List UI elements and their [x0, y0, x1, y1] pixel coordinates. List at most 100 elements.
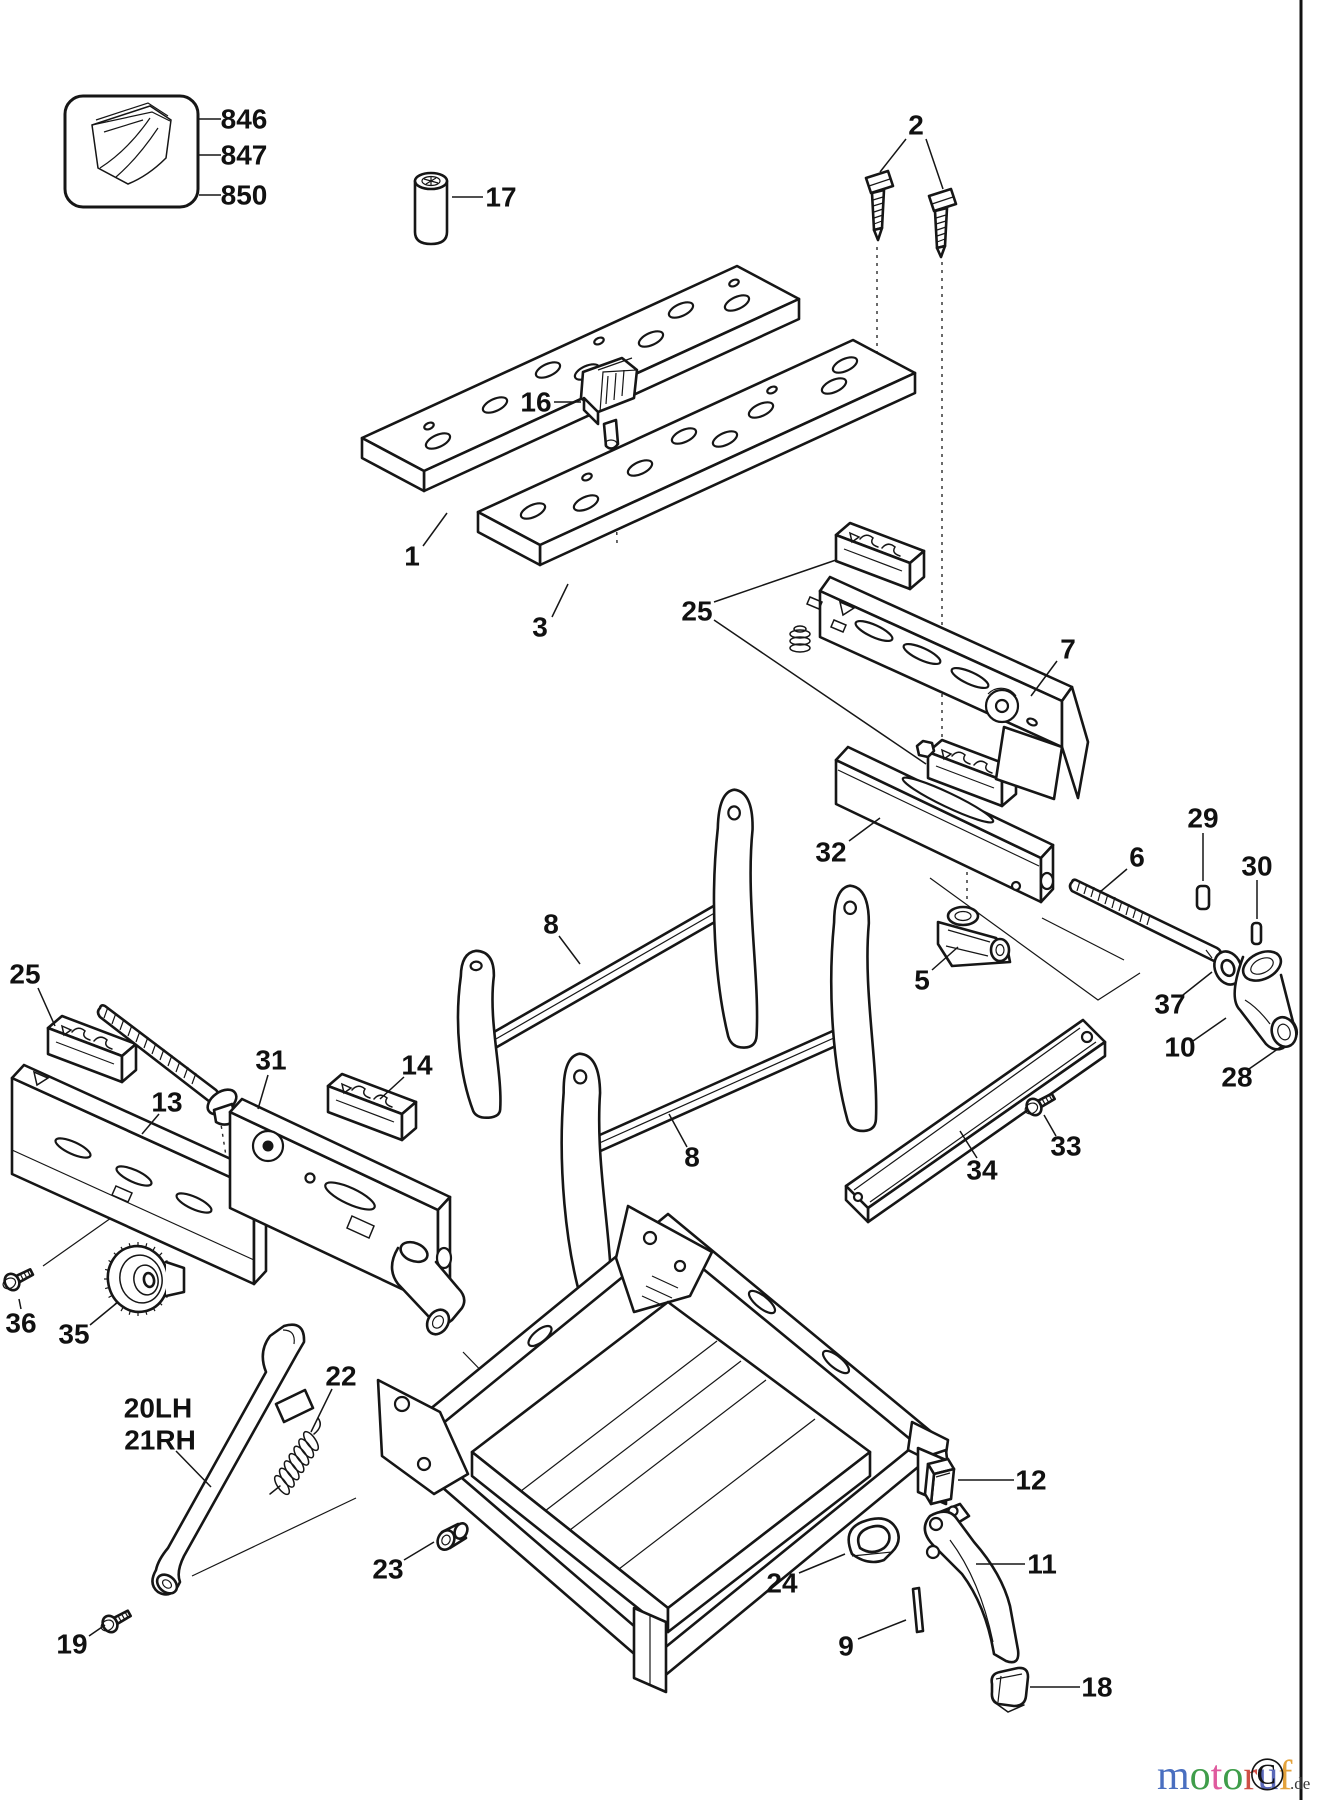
watermark-suffix: .de [1290, 1774, 1310, 1793]
part-bushing-23 [436, 1522, 469, 1551]
callout-11-35: 11 [1027, 1549, 1057, 1580]
callout-6-11: 6 [1129, 842, 1145, 873]
part-leg-frame-8-lower [552, 882, 882, 1315]
part-clamp-knob-35 [104, 1242, 186, 1316]
leader-20LH-28 [175, 1450, 212, 1488]
callout-36-26: 36 [5, 1308, 36, 1339]
callout-37-14: 37 [1154, 989, 1185, 1020]
leader-1-6 [422, 512, 448, 547]
leader-13-23 [141, 1113, 160, 1135]
part-jaw-beam-31 [228, 1097, 466, 1336]
board-hole [670, 427, 698, 445]
part-foot-cap-18 [990, 1666, 1030, 1713]
callout-8-19: 8 [684, 1142, 700, 1173]
board-hole [637, 330, 665, 348]
leader-33-20 [1043, 1114, 1057, 1137]
leader-7-9 [1030, 660, 1058, 697]
leader-32-10 [848, 817, 881, 842]
callout-28-16: 28 [1221, 1062, 1252, 1093]
callout-23-31: 23 [372, 1554, 403, 1585]
board-hole [626, 459, 654, 477]
callout-35-27: 35 [58, 1319, 89, 1350]
part-swivel-nut-5 [936, 905, 1012, 968]
spring-coil [273, 1474, 291, 1496]
board-hole [820, 377, 848, 395]
small-screws [2, 1092, 1056, 1634]
board-hole [728, 278, 740, 288]
leader-8-19 [668, 1113, 688, 1148]
leader-37-14 [1182, 971, 1213, 996]
leader-19-32 [88, 1624, 106, 1637]
callout-16-5: 16 [520, 387, 551, 418]
callout-12-33: 12 [1015, 1465, 1046, 1496]
leader-2-4 [925, 138, 944, 190]
board-hole [572, 494, 600, 512]
leader-6-11 [1099, 868, 1128, 893]
callout-5-17: 5 [914, 965, 930, 996]
part-crank-elbow-10-28 [1233, 950, 1299, 1051]
leader-28-16 [1248, 1045, 1283, 1070]
leader-35-27 [89, 1301, 119, 1326]
part-pin-9 [911, 1586, 925, 1634]
callout-8-18: 8 [543, 909, 559, 940]
leader-25-22 [37, 987, 56, 1027]
board-hole [581, 472, 593, 482]
board-holes [423, 278, 859, 520]
callout-31-24: 31 [255, 1045, 286, 1076]
callout-2-4: 2 [908, 110, 924, 141]
leader-5-17 [931, 946, 959, 971]
board-hole [831, 356, 859, 374]
part-screw-19 [100, 1609, 132, 1634]
leader-8-18 [558, 935, 581, 965]
board-hole [723, 294, 751, 312]
part-spring-22 [269, 1417, 321, 1496]
board-hole [747, 401, 775, 419]
part-d-ring-24 [847, 1517, 900, 1564]
callout-13-23: 13 [151, 1087, 182, 1118]
board-hole [423, 421, 435, 431]
callout-7-9: 7 [1060, 634, 1076, 665]
board-hole [766, 385, 778, 395]
callout-25-22: 25 [9, 959, 40, 990]
part-clamp-beam-32 [834, 739, 1055, 904]
part-rear-jaw-7 [789, 575, 1090, 801]
part-clip-12 [923, 1457, 956, 1506]
callout-25-8: 25 [681, 596, 712, 627]
watermark: motoruf©.de [1157, 1748, 1310, 1800]
leader-25-8 [713, 619, 927, 765]
callout-14-25: 14 [401, 1050, 433, 1081]
board-hole [481, 396, 509, 414]
part-hardware-bag-box [63, 94, 200, 209]
leader-2-4 [879, 138, 907, 173]
callout-20LH-28: 20LH [124, 1393, 192, 1424]
part-screw-33 [1024, 1092, 1056, 1117]
part-worktop-board-3 [476, 338, 917, 567]
part-pin-30 [1250, 921, 1263, 946]
part-leg-lever-20-21 [151, 1323, 315, 1596]
leader-10-15 [1192, 1017, 1227, 1042]
leader-14-25 [379, 1076, 405, 1100]
callout-30-13: 30 [1241, 851, 1272, 882]
callout-1-6: 1 [404, 541, 420, 572]
part-leg-frame-8-upper [451, 787, 763, 1121]
board-hole [519, 502, 547, 520]
part-washer-37 [1213, 950, 1243, 986]
part-pin-29 [1195, 884, 1211, 911]
callout-17-3: 17 [485, 182, 516, 213]
callout-847-1: 847 [221, 140, 268, 171]
callout-29-12: 29 [1187, 803, 1218, 834]
callout-846-0: 846 [221, 104, 268, 135]
board-hole [593, 336, 605, 346]
callout-3-7: 3 [532, 612, 548, 643]
leader-24-34 [798, 1553, 846, 1574]
part-base-frame [376, 1204, 952, 1694]
part-screw-36 [2, 1268, 35, 1292]
callout-32-10: 32 [815, 837, 846, 868]
board-hole [711, 430, 739, 448]
watermark-text: motoruf [1157, 1753, 1292, 1799]
leader-25-8 [713, 559, 837, 603]
part-release-lever-11 [923, 1502, 1020, 1664]
